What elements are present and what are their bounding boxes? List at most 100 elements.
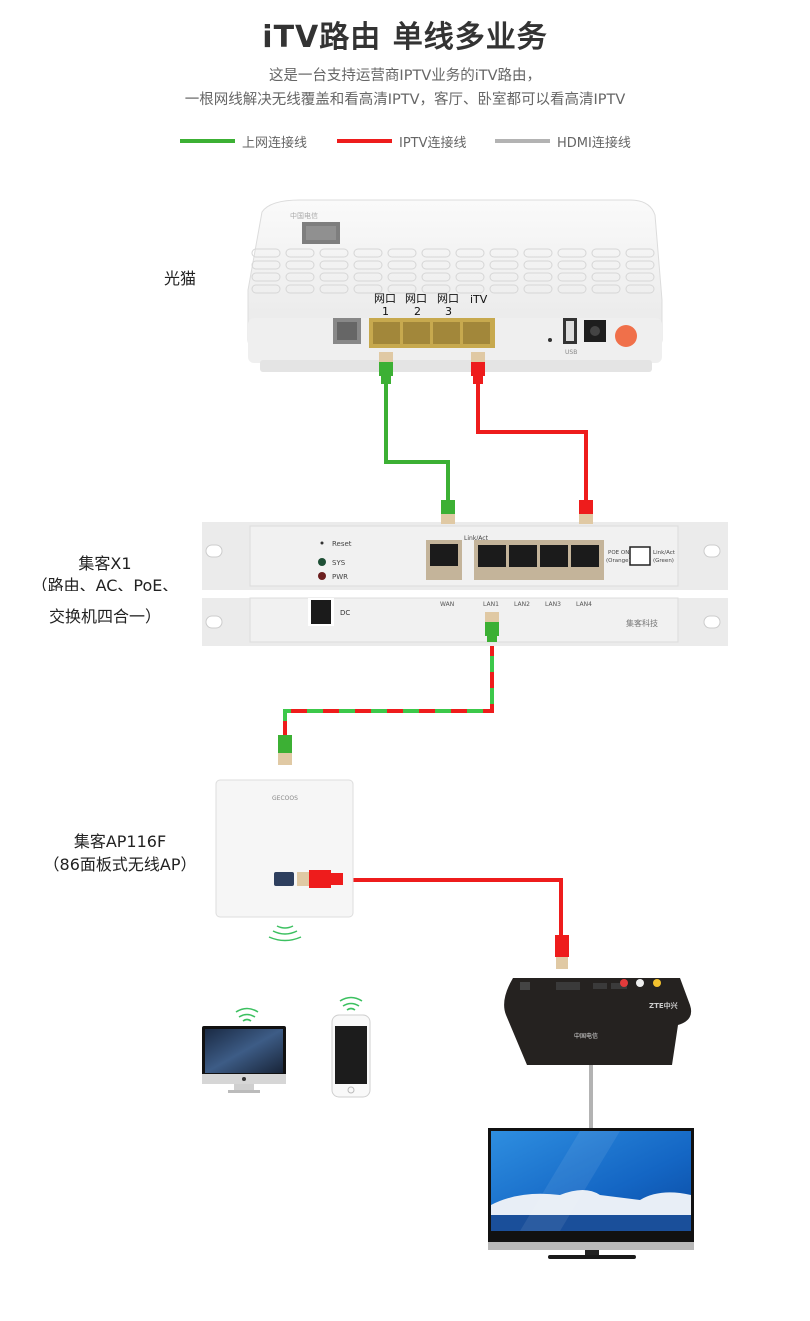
rj45-plug-red-ap: [297, 870, 343, 888]
device-print-text: 中国电信: [290, 211, 318, 220]
ont-vent-slot: [285, 248, 315, 258]
x1-lan1-label: LAN1: [483, 601, 499, 608]
x1-label-line-1: 集客X1: [78, 554, 132, 573]
ont-vent-slot: [251, 272, 281, 282]
ont-vent-slot: [251, 284, 281, 294]
rj45-plug-green-x1-lan1: [485, 612, 499, 642]
legend-label-iptv: IPTV连接线: [399, 136, 467, 151]
ont-vent-slot: [353, 272, 383, 282]
x1-lan4-label: LAN4: [576, 601, 592, 608]
ont-vent-slot: [353, 284, 383, 294]
ont-vent-slot: [319, 248, 349, 258]
ont-vent-slot: [455, 272, 485, 282]
x1-wan-label: WAN: [440, 601, 454, 608]
ont-label: 光猫: [163, 269, 196, 288]
ont-device: 中国电信 USB 网口 1 网口 2 网口 3 iTV: [247, 199, 663, 372]
ont-vent-slot: [251, 260, 281, 270]
ont-vent-slot: [489, 260, 519, 270]
ont-vent-slot: [387, 260, 417, 270]
legend-label-internet: 上网连接线: [242, 136, 308, 151]
legend-swatch-internet: [180, 139, 235, 143]
legend-swatch-hdmi: [495, 139, 550, 143]
ap-label-line-1: 集客AP116F: [73, 832, 167, 851]
ont-vent-slot: [455, 284, 485, 294]
ont-vent-slot: [285, 272, 315, 282]
stb-brand-label: ZTE中兴: [649, 1001, 678, 1010]
ont-vent-slot: [591, 248, 621, 258]
ont-vent-slot: [625, 248, 655, 258]
x1-sys-label: SYS: [332, 559, 346, 567]
ont-vent-slot: [251, 248, 281, 258]
subtitle-line-1: 这是一台支持运营商IPTV业务的iTV路由，: [268, 68, 542, 84]
ont-vent-slot: [489, 284, 519, 294]
tv-device: [488, 1128, 694, 1259]
legend-swatch-iptv: [337, 139, 392, 143]
rj45-plug-red-ont: [471, 352, 485, 384]
x1-label-line-2: （路由、AC、PoE、: [31, 576, 179, 592]
ont-vent-slot: [285, 260, 315, 270]
ont-vent-slot: [489, 272, 519, 282]
x1-link-green-label: (Green): [653, 558, 674, 564]
ont-vent-slot: [625, 272, 655, 282]
wifi-icon-ap: [268, 925, 302, 942]
wifi-icon-phone: [339, 996, 363, 1011]
ont-vent-slot: [455, 260, 485, 270]
cable-internet-ont-to-x1: [384, 380, 450, 505]
ont-port-1-name: 网口: [374, 292, 396, 305]
x1-dc-label: DC: [340, 609, 350, 617]
ont-vent-slot: [387, 248, 417, 258]
imac-device: [202, 1007, 286, 1093]
subtitle-line-2: 一根网线解决无线覆盖和看高清IPTV，客厅、卧室都可以看高清IPTV: [184, 92, 626, 108]
x1-link-act2-label: Link/Act: [653, 550, 676, 556]
x1-pwr-label: PWR: [332, 573, 348, 581]
x1-device: Reset SYS PWR Link/Act WAN LAN1 LAN2 LAN…: [202, 522, 728, 646]
wifi-icon-imac: [235, 1007, 259, 1022]
ont-vent-slot: [387, 272, 417, 282]
x1-label-line-3: 交换机四合一）: [48, 607, 161, 626]
cable-iptv-ont-to-x1: [476, 380, 588, 505]
x1-lan2-label: LAN2: [514, 601, 530, 608]
rj45-plug-green-x1-wan: [441, 500, 455, 524]
device-print-text: 中国电信: [574, 1032, 598, 1040]
ont-vent-slot: [557, 248, 587, 258]
ont-vent-slot: [557, 272, 587, 282]
legend: 上网连接线 IPTV连接线 HDMI连接线: [0, 132, 810, 152]
ont-port-1-number: 1: [382, 305, 389, 318]
ont-port-2-name: 网口: [405, 292, 427, 305]
ont-vent-slot: [353, 260, 383, 270]
ont-vent-slot: [387, 284, 417, 294]
cable-iptv-ap-to-stb: [340, 878, 563, 935]
phone-device: [331, 996, 371, 1098]
x1-reset-label: Reset: [332, 540, 352, 548]
x1-brand-label: 集客科技: [626, 618, 658, 628]
ont-port-itv-name: iTV: [470, 293, 488, 306]
page-title: iTV路由 单线多业务: [262, 20, 548, 55]
ont-vent-slot: [591, 284, 621, 294]
ap-brand-label: GECOOS: [272, 795, 298, 802]
ont-port-3-name: 网口: [437, 292, 459, 305]
ont-vent-slot: [523, 272, 553, 282]
rj45-plug-red-stb: [555, 935, 569, 969]
ont-vent-slot: [591, 272, 621, 282]
cable-mixed-x1-to-ap: [283, 640, 494, 735]
ont-vent-slot: [625, 260, 655, 270]
legend-label-hdmi: HDMI连接线: [557, 136, 631, 151]
rj45-plug-red-x1-lan4: [579, 500, 593, 524]
x1-poe-orange-label: (Orange): [606, 558, 631, 564]
ont-vent-slot: [353, 248, 383, 258]
ont-vent-slot: [319, 272, 349, 282]
x1-lan3-label: LAN3: [545, 601, 561, 608]
ont-vent-slot: [319, 260, 349, 270]
ap-label-line-2: （86面板式无线AP）: [43, 855, 197, 874]
ont-vent-slot: [523, 284, 553, 294]
rj45-plug-green-ont: [379, 352, 393, 384]
ont-vent-slot: [421, 260, 451, 270]
ont-usb-label: USB: [565, 349, 577, 356]
ont-vent-slot: [591, 260, 621, 270]
ont-vent-slot: [557, 284, 587, 294]
ont-vent-slot: [523, 260, 553, 270]
ont-vent-slot: [523, 248, 553, 258]
ont-vent-slot: [557, 260, 587, 270]
ont-vent-slot: [285, 284, 315, 294]
